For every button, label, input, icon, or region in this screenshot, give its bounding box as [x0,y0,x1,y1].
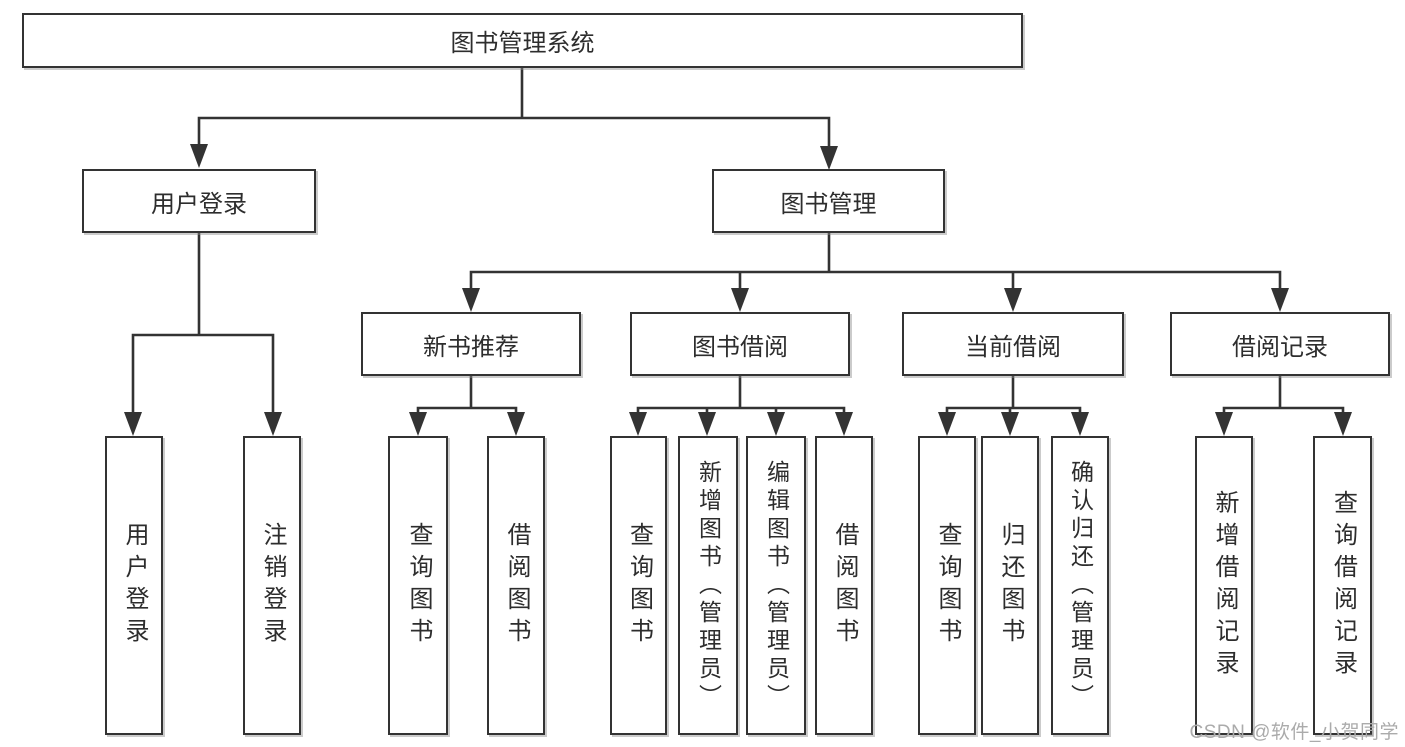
leaf-label: 确认归还（管理员） [1067,459,1094,712]
leaf-label: 新增图书（管理员） [695,459,722,712]
node-label: 用户登录 [151,190,247,218]
leaf-borrow-edit-books-admin: 编辑图书（管理员） [746,436,806,735]
node-label: 新书推荐 [423,333,519,361]
node-label: 当前借阅 [965,333,1061,361]
node-root-system: 图书管理系统 [22,13,1023,68]
leaf-record-query-record: 查询借阅记录 [1313,436,1372,735]
leaf-label: 借阅图书 [503,521,530,650]
leaf-label: 查询借阅记录 [1329,489,1357,682]
node-new-book-recommend: 新书推荐 [361,312,581,376]
leaf-label: 注销登录 [259,521,286,650]
leaf-borrow-borrow-books: 借阅图书 [815,436,873,735]
leaf-label: 查询图书 [405,521,432,650]
node-book-borrow: 图书借阅 [630,312,850,376]
leaf-label: 归还图书 [997,521,1024,650]
leaf-label: 借阅图书 [831,521,858,650]
node-label: 图书管理 [780,190,877,218]
leaf-label: 用户登录 [121,521,148,650]
leaf-logout: 注销登录 [243,436,301,735]
node-label: 图书借阅 [692,333,788,361]
leaf-current-return-books: 归还图书 [981,436,1039,735]
leaf-newbook-query-books: 查询图书 [388,436,448,735]
node-label: 图书管理系统 [450,30,595,57]
watermark: CSDN @软件_小贺同学 [1189,722,1399,743]
leaf-record-add-record: 新增借阅记录 [1195,436,1253,735]
leaf-label: 编辑图书（管理员） [763,459,790,712]
leaf-user-login: 用户登录 [105,436,163,735]
node-borrow-record: 借阅记录 [1170,312,1390,376]
node-label: 借阅记录 [1232,333,1328,361]
node-book-management: 图书管理 [712,169,945,233]
leaf-current-confirm-return-admin: 确认归还（管理员） [1051,436,1109,735]
leaf-current-query-books: 查询图书 [918,436,976,735]
leaf-label: 查询图书 [934,521,961,650]
node-user-login: 用户登录 [82,169,316,233]
leaf-borrow-query-books: 查询图书 [610,436,667,735]
node-current-borrow: 当前借阅 [902,312,1124,376]
leaf-label: 新增借阅记录 [1211,489,1238,682]
leaf-label: 查询图书 [625,521,653,650]
leaf-newbook-borrow-books: 借阅图书 [487,436,545,735]
leaf-borrow-add-books-admin: 新增图书（管理员） [678,436,738,735]
